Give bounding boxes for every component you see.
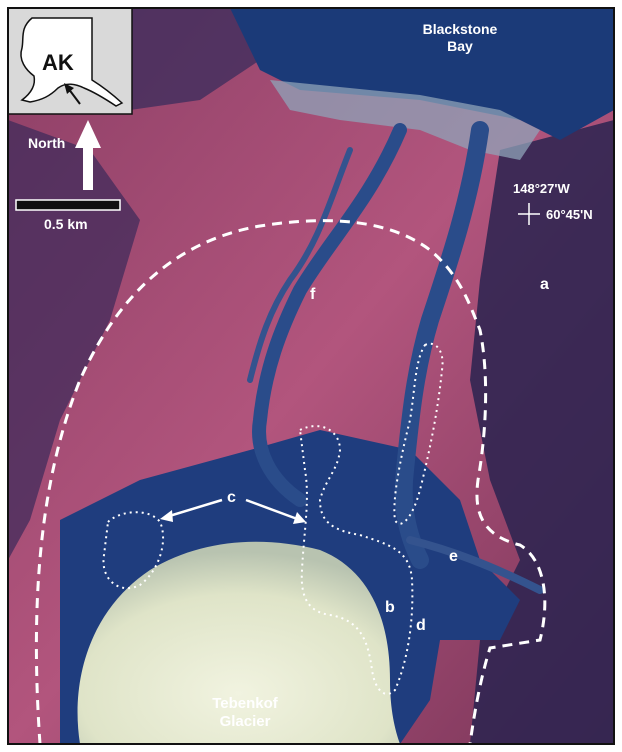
bay-label-line2: Bay	[447, 38, 473, 54]
glacier-label-line1: Tebenkof	[212, 695, 279, 712]
feature-label-c: c	[227, 489, 236, 506]
dotted-enclosure-c-west	[102, 511, 165, 590]
inset-location-arrow-head	[64, 83, 74, 94]
arrow-c-east	[245, 498, 301, 522]
feature-label-f: f	[310, 286, 316, 303]
feature-label-e: e	[449, 548, 458, 565]
moraine-boundary	[34, 219, 547, 745]
latitude-label: 60°45'N	[546, 207, 593, 222]
channel-e	[406, 536, 544, 594]
map-frame	[7, 7, 615, 745]
arrow-c-west-head	[160, 510, 173, 522]
scale-bar	[15, 199, 121, 211]
feature-label-b: b	[385, 599, 395, 616]
glacier-label-line2: Glacier	[220, 713, 271, 730]
blackstone-bay	[230, 8, 614, 140]
tebenkof-glacier	[77, 541, 400, 744]
longitude-label: 148°27'W	[513, 181, 570, 196]
mountains-west	[8, 120, 140, 560]
arrow-c-east-head	[293, 512, 306, 524]
scale-bar-label: 0.5 km	[44, 216, 88, 232]
bay-label-line1: Blackstone	[423, 21, 498, 37]
inset-label: AK	[42, 50, 74, 75]
channel-f	[247, 147, 353, 383]
channel-west	[252, 123, 407, 507]
feature-label-a: a	[540, 276, 549, 293]
feature-label-d: d	[416, 617, 426, 634]
dotted-enclosure-d	[393, 342, 444, 525]
arrow-c-west	[165, 498, 223, 519]
channel-east	[394, 121, 489, 569]
north-label: North	[28, 135, 65, 151]
alaska-outline	[20, 17, 124, 107]
north-arrow-icon	[75, 120, 101, 190]
